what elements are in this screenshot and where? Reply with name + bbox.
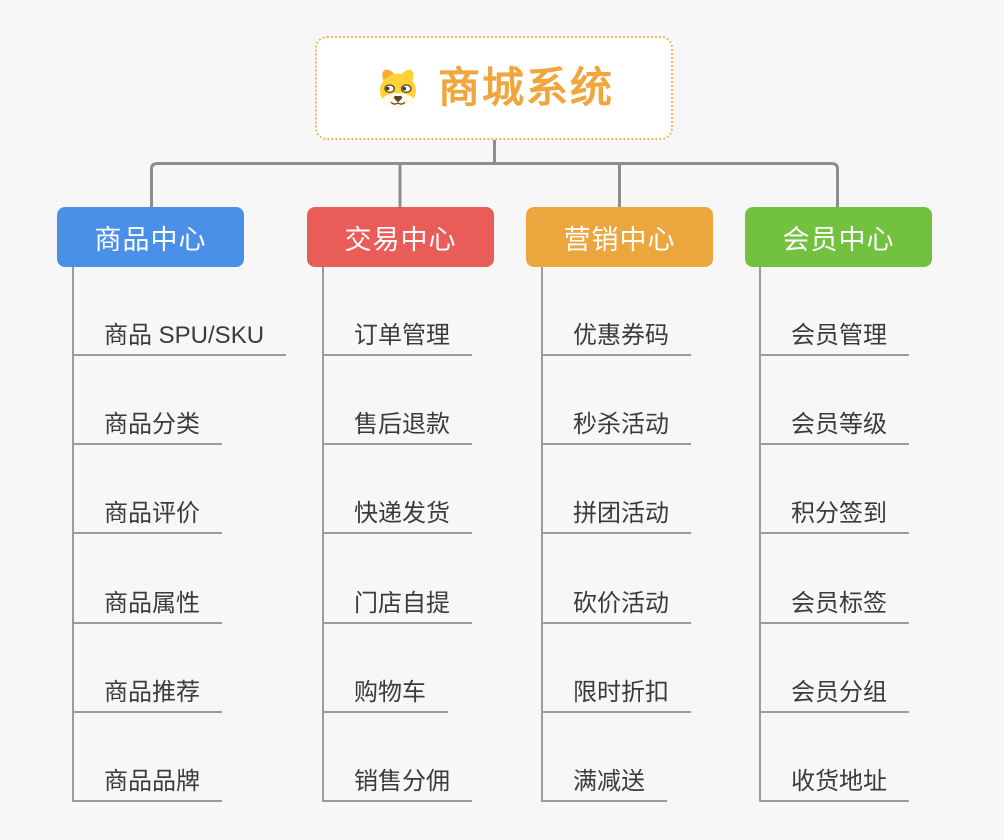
dog-face-icon [374,64,422,112]
leaf-item[interactable]: 满减送 [541,758,667,802]
leaf-item[interactable]: 商品分类 [72,401,222,445]
leaf-item[interactable]: 销售分佣 [322,758,472,802]
leaf-item[interactable]: 售后退款 [322,401,472,445]
leaf-item[interactable]: 限时折扣 [541,669,691,713]
root-title: 商城系统 [437,64,614,111]
root-node[interactable]: 商城系统 [315,36,673,140]
branch-trunk-line [72,267,74,802]
leaf-item[interactable]: 拼团活动 [541,490,691,534]
branch-trunk-line [541,267,543,802]
leaf-item[interactable]: 秒杀活动 [541,401,691,445]
leaf-item[interactable]: 订单管理 [322,312,472,356]
leaf-item[interactable]: 商品属性 [72,580,222,624]
leaf-item[interactable]: 会员等级 [759,401,909,445]
branch-trunk-line [322,267,324,802]
leaf-item[interactable]: 优惠券码 [541,312,691,356]
leaf-item[interactable]: 会员标签 [759,580,909,624]
leaf-item[interactable]: 收货地址 [759,758,909,802]
leaf-item[interactable]: 商品 SPU/SKU [72,312,287,356]
leaf-item[interactable]: 商品评价 [72,490,222,534]
leaf-item[interactable]: 会员管理 [759,312,909,356]
leaf-item[interactable]: 商品品牌 [72,758,222,802]
branch-title-trade-center[interactable]: 交易中心 [307,207,494,267]
leaf-item[interactable]: 会员分组 [759,669,909,713]
branch-title-marketing-center[interactable]: 营销中心 [526,207,713,267]
leaf-item[interactable]: 门店自提 [322,580,472,624]
connector-path [150,162,839,207]
branch-trunk-line [759,267,761,802]
branch-title-member-center[interactable]: 会员中心 [745,207,932,267]
leaf-item[interactable]: 快递发货 [322,490,472,534]
leaf-item[interactable]: 购物车 [322,669,448,713]
branch-title-product-center[interactable]: 商品中心 [57,207,244,267]
leaf-item[interactable]: 砍价活动 [541,580,691,624]
leaf-item[interactable]: 商品推荐 [72,669,222,713]
leaf-item[interactable]: 积分签到 [759,490,909,534]
